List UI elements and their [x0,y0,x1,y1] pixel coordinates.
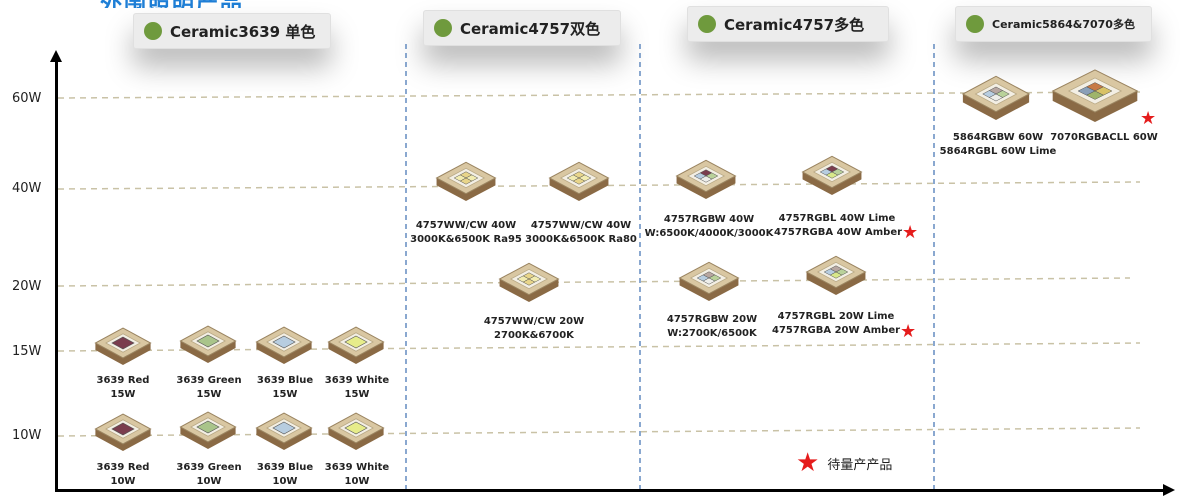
x-axis [55,489,1165,492]
product-label-7070: 7070RGBACLL 60W [1050,132,1158,143]
led-chip-icon [1051,69,1139,122]
bullet-icon [144,22,162,40]
bullet-icon [434,19,452,37]
led-chip-icon [801,155,863,195]
led-chip-icon [805,255,867,295]
led-chip-icon [255,412,313,450]
led-chip-icon [94,327,152,365]
bullet-icon [698,15,716,33]
gridline-60w [57,91,1141,99]
page-title-fragment: 外围照明产品 [100,0,244,8]
gridline-20w [57,277,1131,287]
y-tick-60w: 60W [12,91,42,106]
legend-label: 待量产产品 [827,457,893,473]
bullet-icon [966,15,984,33]
led-chip-icon [678,261,740,301]
y-axis [55,58,58,492]
led-chip-icon [94,413,152,451]
category-ceramic5864-7070: Ceramic5864&7070多色 [955,6,1152,42]
legend-star-icon: ★ [796,448,820,478]
legend: ★ 待量产产品 [796,450,892,476]
category-label: Ceramic4757双色 [460,19,601,38]
gridline-15w [57,342,1141,352]
y-tick-40w: 40W [12,181,42,196]
y-axis-arrow-icon [50,50,62,62]
led-chip-icon [675,159,737,199]
pending-star-icon: ★ [900,321,917,342]
pending-star-icon: ★ [1140,108,1157,129]
led-chip-icon [548,161,610,201]
category-label: Ceramic4757多色 [724,15,865,34]
y-tick-20w: 20W [12,279,42,294]
category-ceramic3639: Ceramic3639 单色 [133,13,331,49]
gridline-10w [57,427,1141,437]
y-tick-15w: 15W [12,344,42,359]
category-ceramic4757-dual: Ceramic4757双色 [423,10,621,46]
led-chip-icon [435,161,497,201]
y-tick-10w: 10W [12,428,42,443]
led-chip-icon [498,262,560,302]
category-label: Ceramic5864&7070多色 [992,18,1135,31]
category-label: Ceramic3639 单色 [170,22,316,41]
led-chip-icon [255,326,313,364]
category-ceramic4757-multi: Ceramic4757多色 [687,6,889,42]
led-chip-icon [961,75,1031,120]
pending-star-icon: ★ [902,222,919,243]
led-chip-icon [327,412,385,450]
x-axis-arrow-icon [1163,484,1175,496]
led-chip-icon [327,326,385,364]
led-chip-icon [179,411,237,449]
led-chip-icon [179,325,237,363]
